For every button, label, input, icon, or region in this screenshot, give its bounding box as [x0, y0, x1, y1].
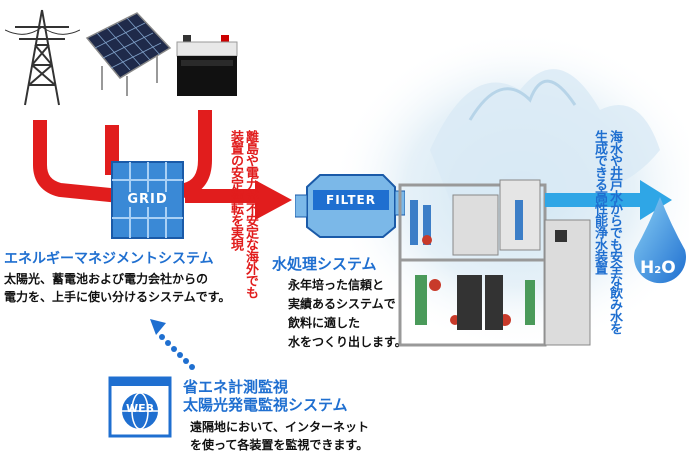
power-tower-icon: [5, 9, 80, 106]
monitor-desc-line1: 遠隔地において、インターネット: [190, 420, 370, 434]
energy-title: エネルギーマネジメントシステム: [4, 251, 214, 267]
monitor-title: 省エネ計測監視 太陽光発電監視システム: [183, 378, 348, 414]
web-globe-icon: [108, 376, 172, 438]
monitor-description: 遠隔地において、インターネット を使って各装置を監視できます。: [190, 418, 369, 454]
water-drop-icon: [634, 197, 686, 284]
web-label: WEB: [125, 402, 155, 415]
monitor-title-line2: 太陽光発電監視システム: [183, 396, 348, 414]
filter-label: FILTER: [326, 193, 376, 207]
water-desc-line3: 飲料に適した: [288, 316, 361, 330]
water-desc-line4: 水をつくり出します。: [288, 335, 407, 349]
red-vertical-col1: 離島や電力が不安定な海外でも: [243, 130, 258, 298]
filter-icon: [295, 174, 405, 238]
blue-vertical-col2: 生成できる高性能浄水装置: [592, 130, 607, 274]
h2o-o: O: [661, 258, 676, 278]
battery-icon: [176, 35, 238, 96]
water-title: 水処理システム: [272, 255, 377, 273]
h2o-2: 2: [654, 265, 662, 276]
blue-vertical-text: 海水や井戸水からでも安全な飲み水を 生成できる高性能浄水装置: [592, 130, 622, 370]
energy-desc-line2: 電力を、上手に使い分けるシステムです。: [4, 290, 231, 304]
energy-description: 太陽光、蓄電池および電力会社からの 電力を、上手に使い分けるシステムです。: [4, 270, 230, 306]
h2o-h: H: [640, 258, 655, 278]
monitor-title-line1: 省エネ計測監視: [183, 378, 289, 396]
blue-vertical-col1: 海水や井戸水からでも安全な飲み水を: [607, 130, 622, 334]
water-plant-icon: [398, 179, 591, 347]
red-vertical-text: 離島や電力が不安定な海外でも 装置の安定運転を実現: [228, 130, 258, 340]
water-desc-line2: 実績あるシステムで: [288, 297, 396, 311]
red-vertical-col2: 装置の安定運転を実現: [228, 130, 243, 250]
monitor-desc-line2: を使って各装置を監視できます。: [190, 438, 369, 452]
dotted-up-arrow: [150, 319, 195, 370]
water-desc-line1: 永年培った信頼と: [288, 278, 385, 292]
grid-label: GRID: [115, 192, 180, 207]
energy-desc-line1: 太陽光、蓄電池および電力会社からの: [4, 272, 209, 286]
water-description: 永年培った信頼と 実績あるシステムで 飲料に適した 水をつくり出します。: [288, 276, 407, 352]
h2o-label: H2O: [640, 258, 676, 278]
solar-panel-icon: [85, 12, 172, 96]
